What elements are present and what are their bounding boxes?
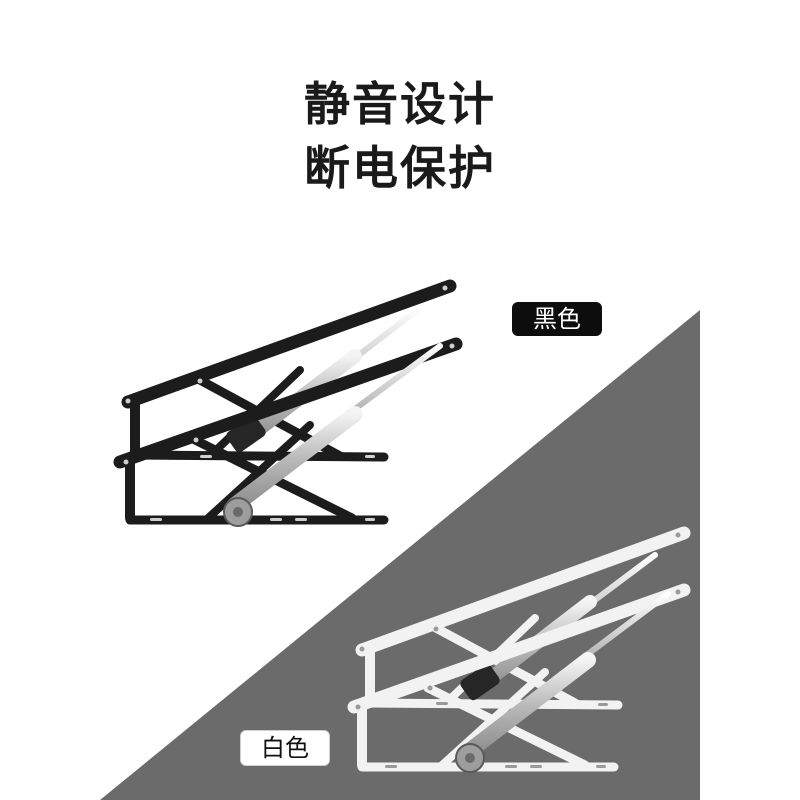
- headline-line-1: 静音设计: [304, 77, 496, 131]
- white-frame-slots: [355, 532, 681, 768]
- black-variant-label: 黑色: [512, 302, 602, 336]
- headline-line-2: 断电保护: [304, 141, 496, 195]
- black-front-strut: [223, 343, 443, 527]
- white-front-strut: [455, 591, 671, 773]
- white-lift-mechanism: [347, 526, 691, 773]
- white-variant-label: 白色: [240, 730, 330, 766]
- headline: 静音设计 断电保护: [0, 72, 800, 200]
- white-front-frame: [347, 583, 691, 772]
- black-lift-mechanism: [113, 279, 463, 527]
- black-frame-slots: [123, 285, 455, 521]
- diagonal-background-panel: [100, 310, 700, 800]
